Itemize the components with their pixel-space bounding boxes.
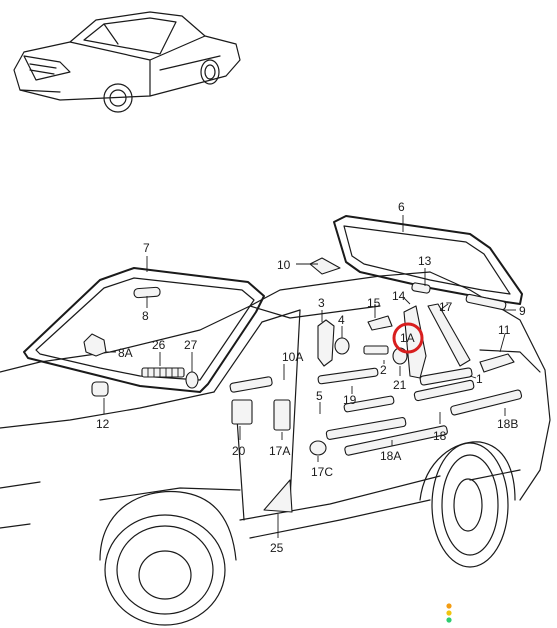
callout-21: 21 (393, 378, 407, 392)
callout-4: 4 (338, 313, 345, 327)
callout-12: 12 (96, 417, 110, 431)
callout-17: 17 (439, 300, 453, 314)
callout-6: 6 (398, 200, 405, 214)
callout-5: 5 (316, 389, 323, 403)
callout-20: 20 (232, 444, 246, 458)
callout-3: 3 (318, 296, 325, 310)
callout-17A: 17A (269, 444, 290, 458)
callout-18B: 18B (497, 417, 518, 431)
callout-labels: 6 7 8 8A 9 10 10A 11 1 12 13 14 15 17 17… (96, 200, 526, 555)
small-parts (83, 257, 523, 513)
status-dot-orange (446, 603, 452, 609)
windshield-molding (23, 267, 265, 393)
callout-8A: 8A (118, 346, 133, 360)
callout-9: 9 (519, 304, 526, 318)
reference-car-illustration (13, 11, 241, 113)
callout-27: 27 (184, 338, 198, 352)
callout-25: 25 (270, 541, 284, 555)
callout-19: 19 (343, 393, 357, 407)
callout-11: 11 (498, 323, 511, 337)
callout-2: 2 (380, 363, 387, 377)
status-dots (446, 603, 452, 623)
callout-10: 10 (277, 258, 291, 272)
callout-7: 7 (143, 241, 150, 255)
callout-14: 14 (392, 289, 406, 303)
callout-26: 26 (152, 338, 166, 352)
callout-10A: 10A (282, 350, 303, 364)
rear-window-molding (333, 215, 523, 305)
status-dot-green (446, 617, 452, 623)
callout-17C: 17C (311, 465, 333, 479)
callout-18A: 18A (380, 449, 401, 463)
callout-18: 18 (433, 429, 447, 443)
callout-8: 8 (142, 309, 149, 323)
car-body-outline (0, 271, 551, 626)
leader-lines (103, 215, 516, 538)
callout-1A: 1A (400, 331, 415, 345)
callout-1: 1 (476, 372, 483, 386)
callout-15: 15 (367, 296, 381, 310)
status-dot-yellow (446, 610, 452, 616)
callout-13: 13 (418, 254, 432, 268)
highlight-ring-1A (392, 322, 424, 354)
